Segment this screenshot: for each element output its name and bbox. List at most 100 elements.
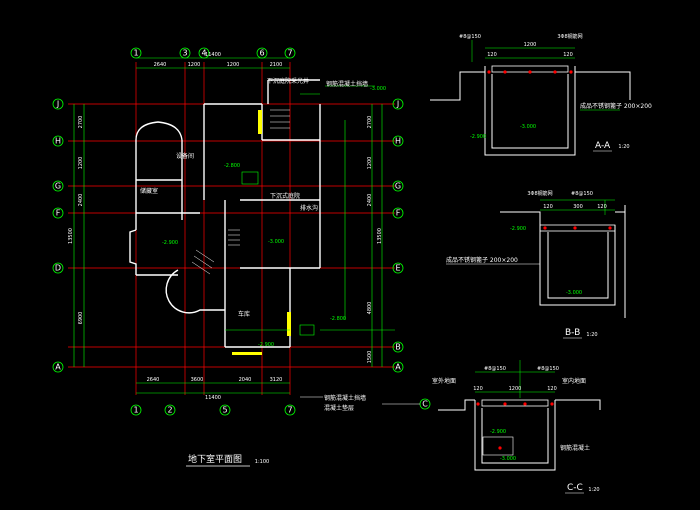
- room-label-equipment: 设备间: [176, 152, 194, 160]
- cc-elevation-2: -3.000: [500, 456, 516, 462]
- stair-hatching: [191, 109, 290, 275]
- right-axis-label-F: F: [396, 209, 401, 218]
- dimension-lines: [73, 57, 383, 394]
- cc-dim-3: 120: [547, 386, 557, 392]
- right-dim-total: 13500: [377, 228, 383, 244]
- plan-note-2: 钢筋混凝土挡墙: [326, 80, 368, 88]
- right-axis-bubbles: J H G F E B A: [392, 98, 404, 373]
- top-dimension-texts: 2640 1200 1200 2100 11400: [154, 52, 283, 68]
- left-axis-label-D: D: [55, 264, 61, 273]
- bottom-axis-bubbles: 1 2 5 7: [130, 404, 296, 416]
- plan-scale: 1:100: [255, 459, 269, 465]
- room-label-garage: 车库: [238, 310, 250, 318]
- aa-scale: 1:20: [618, 144, 629, 150]
- right-axis-label-H: H: [395, 137, 401, 146]
- plan-highlights: [232, 110, 291, 355]
- plan-note-4: 钢筋混凝土挡墙: [324, 394, 366, 402]
- left-axis-label-G: G: [55, 182, 61, 191]
- cc-note-indoor: 室内地面: [562, 377, 586, 385]
- aa-dim-2: 1200: [524, 42, 537, 48]
- top-axis-label-4: 4: [201, 49, 206, 58]
- cc-note-outdoor: 室外地面: [432, 377, 456, 385]
- aa-dim-1: 120: [487, 52, 497, 58]
- right-axis-label-A: A: [395, 363, 401, 372]
- top-dim-1: 2640: [154, 62, 167, 68]
- bb-dim-1: 120: [543, 204, 553, 210]
- top-axis-label-1: 1: [133, 49, 138, 58]
- cc-dim-1: 120: [473, 386, 483, 392]
- top-dim-2: 1200: [188, 62, 201, 68]
- right-axis-label-G: G: [395, 182, 401, 191]
- elevation-4: -2.800: [330, 316, 346, 322]
- bb-scale: 1:20: [586, 332, 597, 338]
- top-dim-3: 1200: [227, 62, 240, 68]
- top-dim-total: 11400: [205, 52, 221, 58]
- cc-scale: 1:20: [588, 487, 599, 493]
- left-axis-label-A: A: [55, 363, 61, 372]
- bb-dim-2: 300: [573, 204, 583, 210]
- bottom-axis-label-5: 5: [222, 406, 227, 415]
- bb-elevation-1: -2.900: [510, 226, 526, 232]
- basement-floor-plan: 储藏室 车库 下沉式庭院 设备间 下沉庭院采光井 钢筋混凝土挡墙 排水沟 钢筋混…: [52, 47, 404, 467]
- section-bb: 3Φ8钢筋网 #8@150 120 300 120 成品不锈钢篦子 200×20…: [446, 190, 626, 339]
- aa-top-label-2: 3Φ8钢筋网: [557, 33, 582, 40]
- elevation-6: -3.000: [370, 86, 386, 92]
- left-axis-label-F: F: [56, 209, 61, 218]
- left-dim-4: 6900: [78, 312, 84, 325]
- bottom-axis-label-1: 1: [133, 406, 138, 415]
- plan-note-3: 排水沟: [300, 204, 318, 212]
- room-label-storage: 储藏室: [140, 187, 158, 195]
- room-label-sunken-court: 下沉式庭院: [270, 192, 300, 200]
- aa-note-grate: 成品不锈钢篦子 200×200: [580, 102, 652, 110]
- left-dim-total: 13500: [68, 228, 74, 244]
- left-axis-label-J: J: [56, 100, 59, 109]
- left-dim-1: 2700: [78, 116, 84, 129]
- right-dim-3: 2400: [367, 194, 373, 207]
- section-index-marks: C: [382, 398, 431, 410]
- plan-small-marks: [225, 85, 395, 336]
- left-dim-3: 2400: [78, 194, 84, 207]
- right-dimension-texts: 2700 1200 2400 4800 1500 13500: [367, 116, 383, 364]
- right-axis-label-B: B: [395, 343, 401, 352]
- cc-dim-2: 1200: [509, 386, 522, 392]
- aa-dim-3: 120: [563, 52, 573, 58]
- right-dim-2: 1200: [367, 157, 373, 170]
- section-aa: #8@150 3Φ8钢筋网 120 1200 120 成品不锈钢篦子 200×2…: [430, 33, 652, 156]
- cc-section-label: C-C: [567, 483, 583, 493]
- top-axis-label-6: 6: [259, 49, 264, 58]
- bottom-axis-label-2: 2: [167, 406, 172, 415]
- left-dim-2: 1200: [78, 157, 84, 170]
- elevation-1: -2.900: [162, 240, 178, 246]
- plan-note-1: 下沉庭院采光井: [267, 77, 309, 85]
- right-dim-1: 2700: [367, 116, 373, 129]
- cc-note-concrete: 钢筋混凝土: [560, 444, 590, 452]
- section-mark-C: C: [422, 400, 428, 409]
- bottom-dimension-texts: 2640 3600 2040 3120 11400: [147, 377, 283, 401]
- cc-top-label-2: #8@150: [537, 366, 559, 372]
- right-axis-label-E: E: [395, 264, 400, 273]
- left-dimension-texts: 2700 1200 2400 6900 13500: [68, 116, 84, 325]
- plan-elevations: -2.900 -2.800 -3.000 -2.800 -2.900 -3.00…: [162, 86, 386, 348]
- bottom-dim-2: 3600: [191, 377, 204, 383]
- top-axis-label-7: 7: [287, 49, 292, 58]
- left-axis-label-H: H: [55, 137, 61, 146]
- aa-section-label: A-A: [595, 141, 611, 151]
- bottom-axis-label-7: 7: [287, 406, 292, 415]
- bottom-dim-total: 11400: [205, 395, 221, 401]
- bb-top-label-2: #8@150: [571, 191, 593, 197]
- aa-elevation-2: -3.000: [520, 124, 536, 130]
- right-axis-label-J: J: [396, 100, 399, 109]
- bb-note-grate: 成品不锈钢篦子 200×200: [446, 256, 518, 264]
- plan-note-5: 混凝土垫层: [324, 404, 354, 412]
- top-axis-label-3: 3: [182, 49, 187, 58]
- bottom-dim-1: 2640: [147, 377, 160, 383]
- bb-section-label: B-B: [565, 328, 580, 338]
- cc-elevation-1: -2.900: [490, 429, 506, 435]
- elevation-3: -3.000: [268, 239, 284, 245]
- elevation-5: -2.900: [258, 342, 274, 348]
- elevation-2: -2.800: [224, 163, 240, 169]
- bottom-dim-3: 2040: [239, 377, 252, 383]
- bottom-dim-4: 3120: [270, 377, 283, 383]
